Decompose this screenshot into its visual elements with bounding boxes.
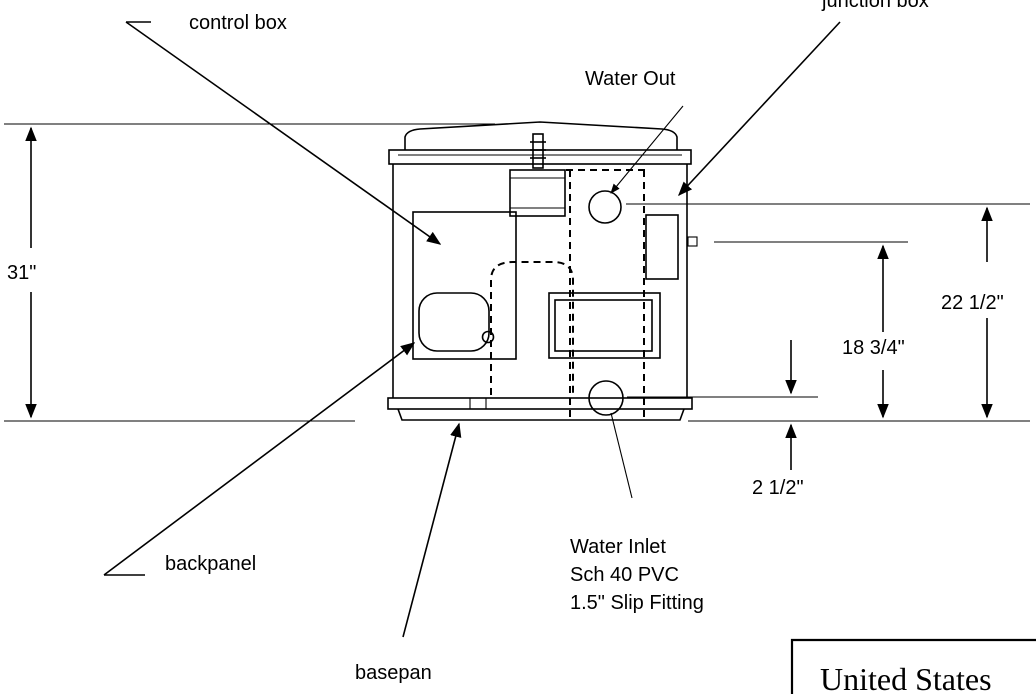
leader-control-box: control box — [125, 12, 442, 245]
bottom-rim — [387, 397, 693, 410]
stamp-text: United States — [820, 661, 992, 694]
dimension-junction: 18 3/4" — [714, 241, 908, 419]
top-rim — [388, 149, 692, 165]
lid — [404, 121, 678, 150]
dim-22-label: 22 1/2" — [941, 292, 1004, 314]
water-out-label: Water Out — [585, 68, 676, 90]
dashed-pipe-left — [490, 261, 574, 395]
backpanel-label: backpanel — [165, 553, 256, 575]
basepan-label: basepan — [355, 662, 432, 684]
title-stamp: United States — [790, 638, 1036, 697]
water-inlet-line3: 1.5" Slip Fitting — [570, 592, 704, 614]
water-out-port — [588, 190, 622, 224]
leader-backpanel: backpanel — [103, 342, 416, 576]
heater-unit — [387, 121, 698, 421]
leader-water-out: Water Out — [585, 68, 684, 194]
junction-box-label: junction box — [821, 0, 929, 12]
dimension-water-out: 22 1/2" — [626, 203, 1030, 422]
dim-31-label: 31" — [7, 262, 36, 284]
leader-junction-box: junction box — [678, 0, 929, 197]
leader-basepan: basepan — [355, 422, 462, 684]
dimension-water-inlet: 2 1/2" — [627, 340, 818, 499]
leader-water-inlet: Water Inlet Sch 40 PVC 1.5" Slip Fitting — [570, 412, 704, 614]
dim-18-label: 18 3/4" — [842, 337, 905, 359]
control-box — [412, 211, 517, 360]
water-inlet-port — [588, 380, 624, 416]
water-inlet-line2: Sch 40 PVC — [570, 564, 679, 586]
side-fitting — [687, 236, 698, 247]
dim-2-label: 2 1/2" — [752, 477, 804, 499]
junction-box-rect — [645, 214, 679, 280]
top-fitting — [509, 133, 566, 217]
basepan-outline — [397, 408, 685, 421]
dimension-overall: 31" — [4, 123, 495, 422]
water-inlet-line1: Water Inlet — [570, 536, 666, 558]
access-panel — [548, 292, 661, 359]
control-box-label: control box — [189, 12, 287, 34]
